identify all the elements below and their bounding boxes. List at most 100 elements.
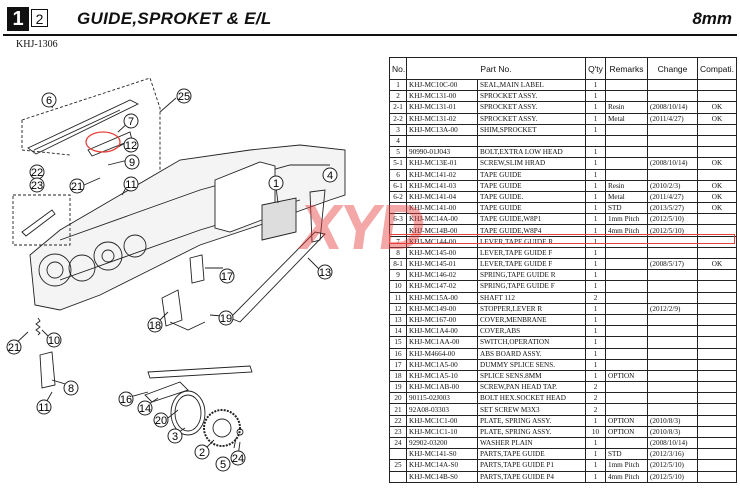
callout-8: 8 (63, 380, 79, 396)
cell-part: 90990-01J043 (406, 146, 478, 159)
cell-change: (2012/5/10) (647, 213, 698, 226)
cell-qty: 1 (585, 358, 606, 371)
svg-text:11: 11 (38, 402, 49, 414)
cell-qty: 1 (585, 112, 606, 125)
cell-remarks: Metal (605, 190, 648, 204)
cell-qty: 1 (585, 336, 606, 349)
cell-compat: OK (697, 257, 737, 271)
cell-qty: 1 (585, 235, 606, 248)
cell-remarks (605, 436, 648, 450)
cell-qty: 1 (585, 224, 606, 237)
cell-no: 16 (389, 347, 407, 360)
cell-no: 12 (389, 302, 407, 315)
cell-part: KHJ-MC131-02 (406, 112, 478, 125)
cell-part: KHJ-MC141-04 (406, 190, 478, 204)
cell-change: (2008/5/17) (647, 257, 698, 271)
cell-qty: 1 (585, 269, 606, 282)
parts-table-wrapper: No. Part No. Q'ty Remarks Change Compati… (389, 57, 737, 483)
svg-text:5: 5 (220, 459, 226, 471)
cell-change (647, 291, 698, 304)
cell-no: 22 (389, 414, 407, 427)
cell-no: 3 (389, 123, 407, 136)
callout-24: 24 (230, 450, 246, 466)
cell-remarks (605, 336, 648, 349)
cell-remarks (605, 325, 648, 338)
cell-qty: 1 (585, 280, 606, 293)
cell-name: SCREW,PAN HEAD TAP. (477, 381, 586, 394)
cell-qty: 1 (585, 90, 606, 103)
cell-name: PARTS,TAPE GUIDE P1 (477, 459, 586, 472)
page-title: GUIDE,SPROKET & E/L (77, 9, 272, 28)
cell-qty: 1 (585, 190, 606, 204)
cell-part: 92902-03200 (406, 436, 478, 450)
cell-change: (2012/5/10) (647, 470, 698, 483)
cell-part: KHJ-MC1A5-10 (406, 369, 478, 383)
cell-no (389, 224, 407, 237)
cell-qty: 2 (585, 291, 606, 304)
cell-qty: 1 (585, 414, 606, 427)
cell-change: (2010/8/3) (647, 414, 698, 427)
cell-remarks: Resin (605, 179, 648, 192)
cell-name: SEAL,MAIN LABEL (477, 78, 586, 92)
callout-22: 22 (29, 164, 45, 180)
cell-no: 21 (389, 403, 407, 416)
cell-part: KHJ-MC15A-00 (406, 291, 478, 304)
cell-name: SPROCKET ASSY. (477, 90, 586, 103)
table-row[interactable]: 4 (389, 134, 737, 148)
page-number-active[interactable]: 1 (7, 7, 29, 31)
svg-text:3: 3 (172, 431, 178, 443)
cell-remarks: OPTION (605, 425, 648, 439)
cell-part: KHJ-MC131-01 (406, 101, 478, 114)
cell-part: KHJ-MC1A5-00 (406, 358, 478, 371)
cell-remarks (605, 358, 648, 371)
cell-qty: 1 (585, 123, 606, 136)
cell-no: 18 (389, 369, 407, 383)
cell-remarks (605, 246, 648, 260)
page-number-other[interactable]: 2 (31, 9, 48, 27)
cell-name: SPLICE SENS.8MM (477, 369, 586, 383)
cell-part: KHJ-MC1C1-10 (406, 425, 478, 439)
callout-9: 9 (124, 154, 140, 170)
cell-no (389, 448, 407, 461)
cell-compat (697, 269, 737, 282)
cell-remarks (605, 78, 648, 92)
col-change: Change (647, 57, 698, 80)
cell-part: KHJ-MC13E-01 (406, 157, 478, 170)
cell-change (647, 235, 698, 248)
